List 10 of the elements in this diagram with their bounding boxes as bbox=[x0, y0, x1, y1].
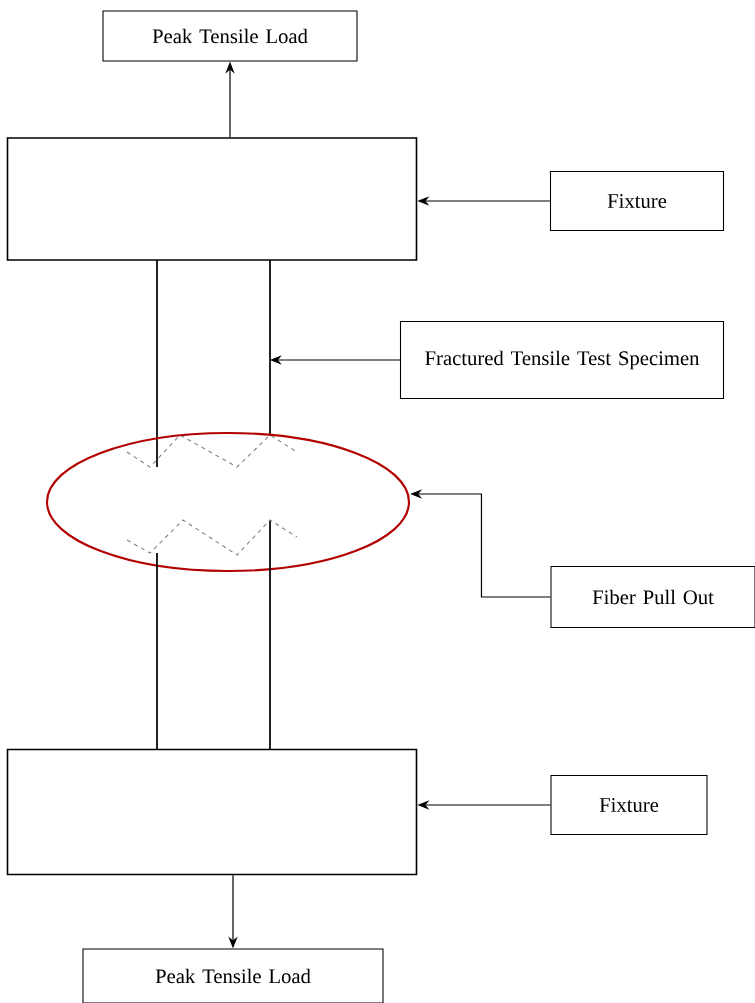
label-box: Fixture bbox=[550, 774, 708, 836]
fixture-block bbox=[6, 748, 418, 876]
label-box: Fiber Pull Out bbox=[550, 565, 755, 629]
label-box: Peak Tensile Load bbox=[82, 948, 384, 1003]
highlight-ellipse bbox=[45, 431, 411, 573]
label-box: Peak Tensile Load bbox=[102, 10, 358, 62]
fixture-block bbox=[6, 137, 418, 261]
specimen-drawing bbox=[126, 259, 298, 468]
label-box: Fixture bbox=[549, 170, 725, 232]
label-box: Fractured Tensile Test Specimen bbox=[399, 320, 725, 400]
